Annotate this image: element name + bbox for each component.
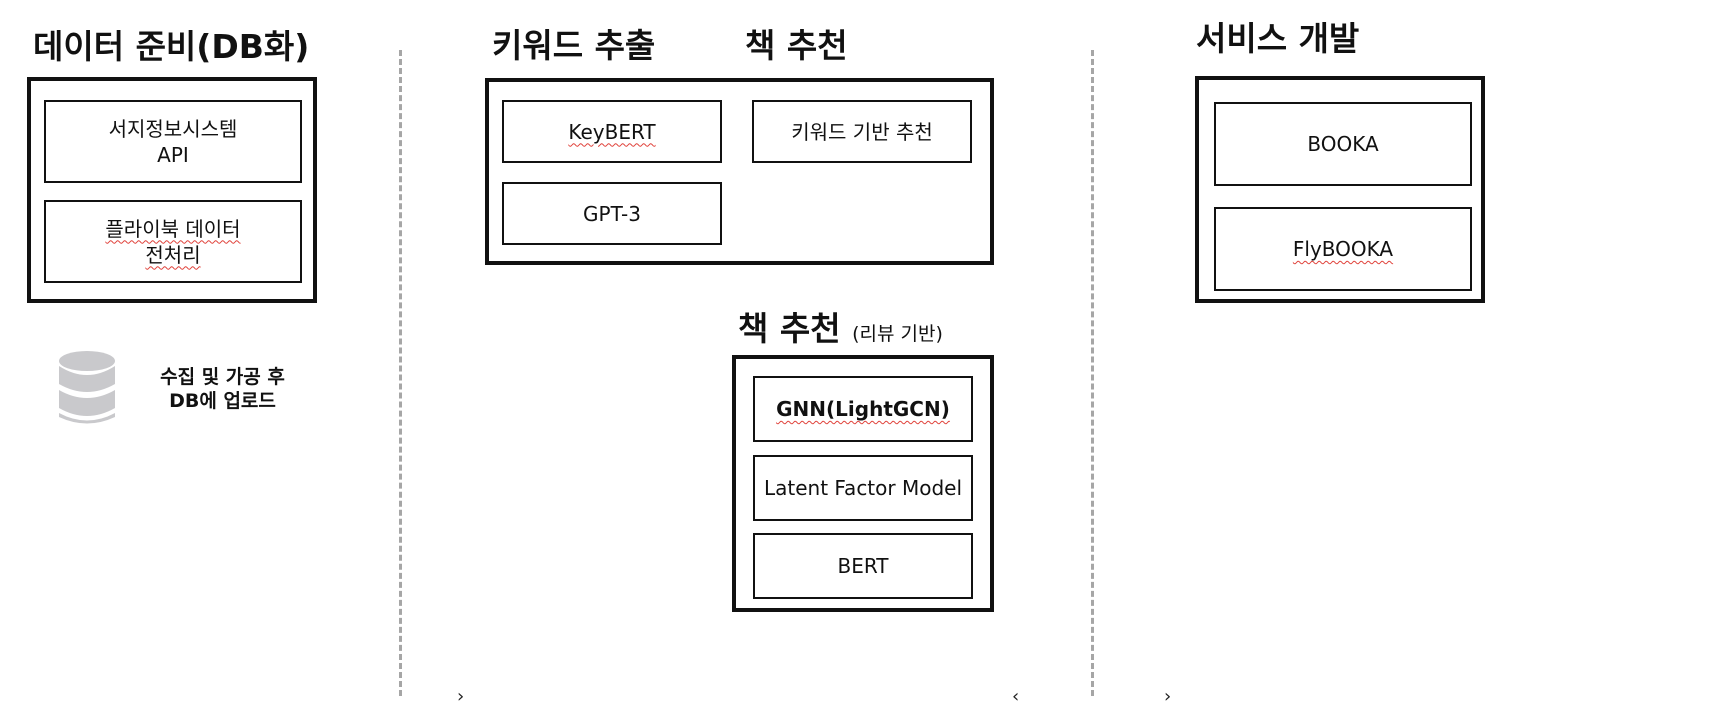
db-caption-line1: 수집 및 가공 후: [160, 366, 285, 388]
biblio-api-line1: 서지정보시스템: [108, 116, 238, 141]
latent-factor-box: Latent Factor Model: [753, 455, 973, 521]
book-recommend-title: 책 추천: [745, 26, 848, 65]
flybooka-label: FlyBOOKA: [1292, 237, 1394, 261]
latent-factor-label: Latent Factor Model: [763, 476, 963, 500]
divider-left: [399, 50, 402, 696]
keyword-frame: KeyBERT GPT-3 키워드 기반 추천: [485, 78, 994, 265]
gnn-box: GNN(LightGCN): [753, 376, 973, 442]
review-rec-title-note: (리뷰 기반): [852, 323, 943, 345]
divider-right: [1091, 50, 1094, 696]
service-frame: BOOKA FlyBOOKA: [1195, 76, 1485, 303]
review-rec-title-main: 책 추천: [738, 309, 841, 348]
keyword-based-rec-label: 키워드 기반 추천: [791, 119, 933, 144]
flybooka-box: FlyBOOKA: [1214, 207, 1472, 291]
biblio-api-line2: API: [157, 142, 189, 167]
flybook-preprocess-box: 플라이북 데이터 전처리: [44, 200, 302, 283]
database-icon: [59, 351, 115, 424]
db-caption: 수집 및 가공 후 DB에 업로드: [140, 366, 305, 414]
keybert-label: KeyBERT: [568, 119, 656, 144]
biblio-api-box: 서지정보시스템 API: [44, 100, 302, 183]
keyword-based-rec-box: 키워드 기반 추천: [752, 100, 972, 163]
flybook-preprocess-line2: 전처리: [145, 242, 201, 267]
arrow-tip-left: ›: [457, 686, 465, 707]
bert-label: BERT: [837, 554, 889, 578]
keyword-extraction-title: 키워드 추출: [492, 26, 656, 65]
arrow-tip-right: ›: [1164, 686, 1172, 707]
booka-box: BOOKA: [1214, 102, 1472, 186]
booka-label: BOOKA: [1307, 132, 1379, 156]
flybook-preprocess-line1: 플라이북 데이터: [105, 216, 241, 241]
bert-box: BERT: [753, 533, 973, 599]
gnn-label: GNN(LightGCN): [776, 397, 950, 421]
arrow-tip-mid: ‹: [1012, 686, 1020, 707]
data-prep-frame: 서지정보시스템 API 플라이북 데이터 전처리: [27, 77, 317, 303]
gpt3-box: GPT-3: [502, 182, 722, 245]
review-rec-title: 책 추천 (리뷰 기반): [738, 312, 943, 345]
db-caption-line2: DB에 업로드: [169, 389, 276, 412]
gpt3-label: GPT-3: [583, 201, 641, 226]
data-prep-title: 데이터 준비(DB화): [33, 27, 310, 66]
keybert-box: KeyBERT: [502, 100, 722, 163]
review-frame: GNN(LightGCN) Latent Factor Model BERT: [732, 355, 994, 612]
service-title: 서비스 개발: [1196, 19, 1360, 58]
